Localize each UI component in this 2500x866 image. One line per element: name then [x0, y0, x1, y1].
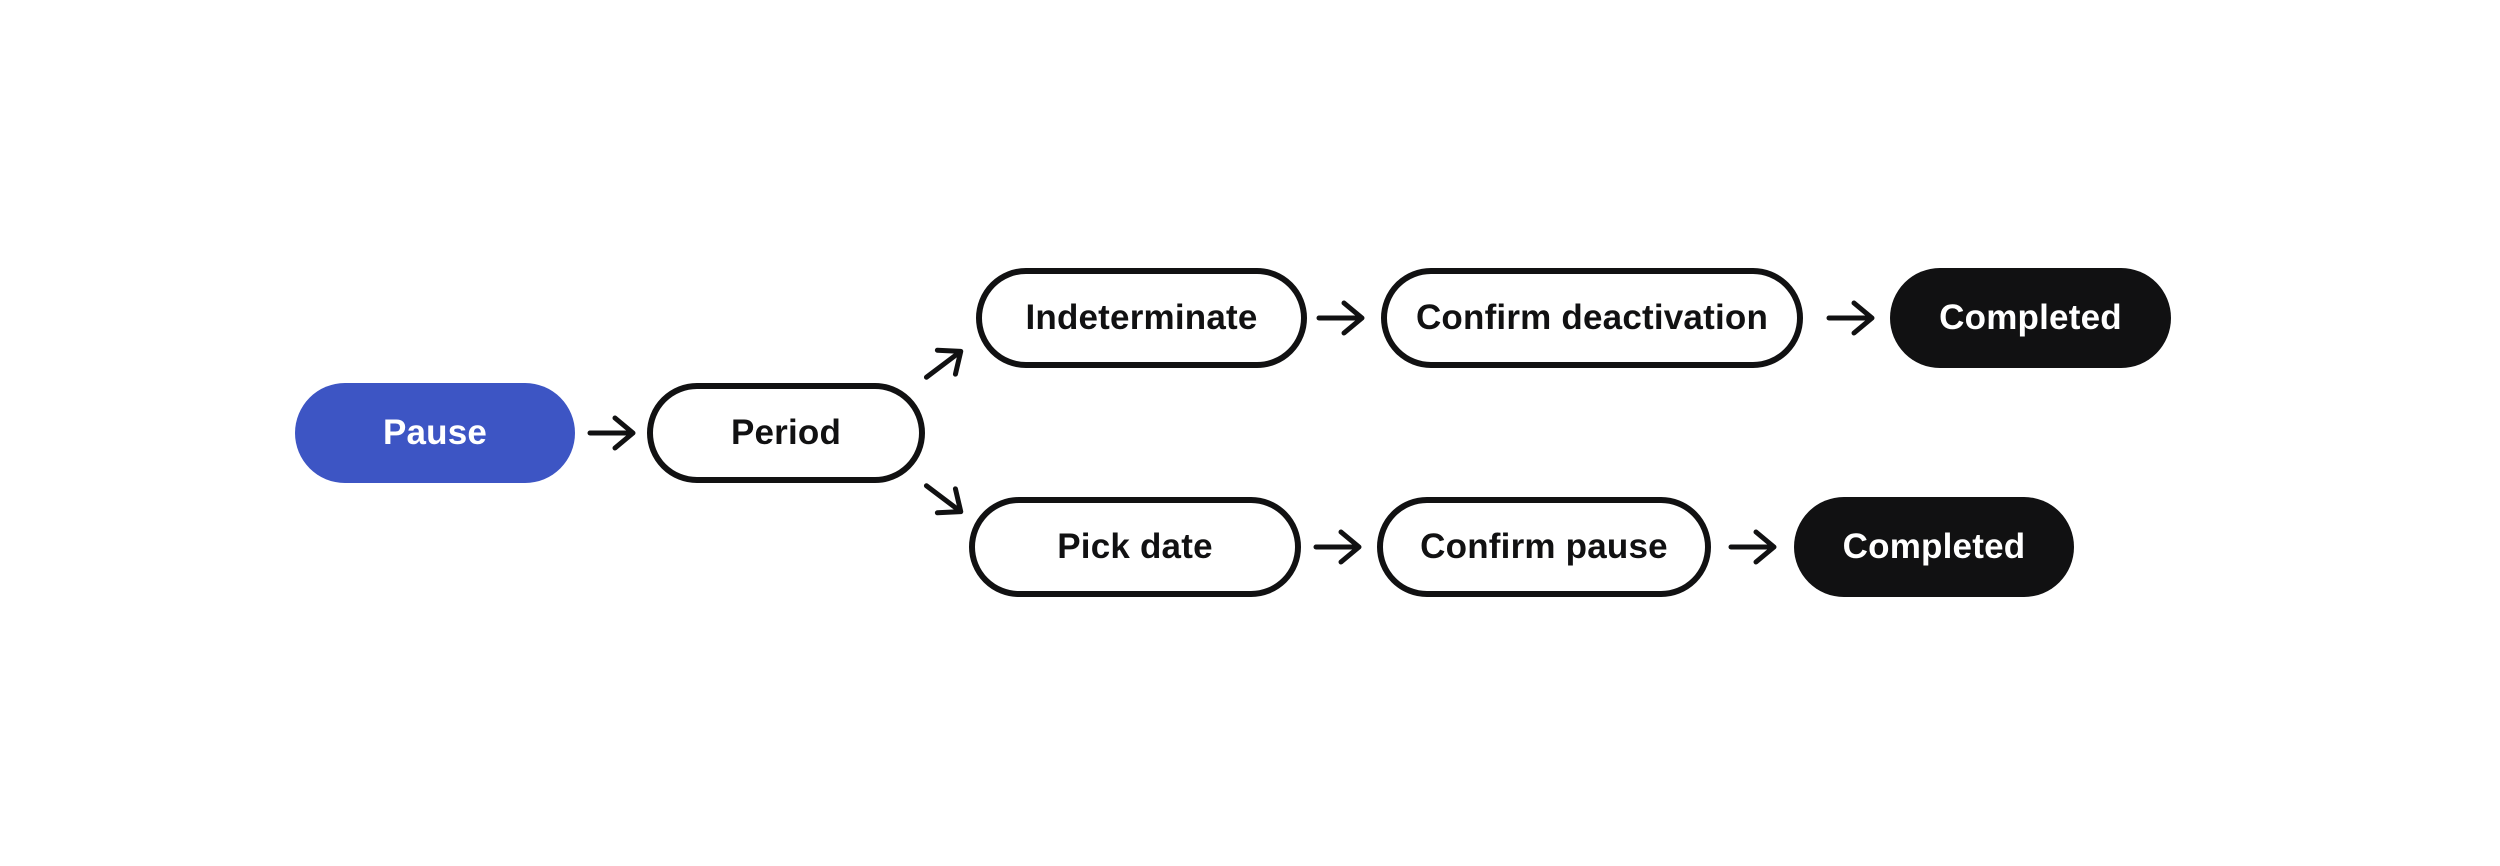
arrow-right-icon — [587, 415, 636, 451]
node-confirm-pause-label: Confirm pause — [1420, 527, 1668, 566]
arrow-right-icon — [1728, 529, 1777, 565]
node-indeterminate-label: Indeterminate — [1025, 298, 1258, 337]
node-confirm-deactivation-label: Confirm deactivation — [1415, 298, 1769, 337]
node-pause: Pause — [295, 383, 575, 483]
node-period: Period — [647, 383, 925, 483]
arrow-right-icon — [1826, 300, 1875, 336]
node-pause-label: Pause — [382, 413, 488, 452]
node-completed-top: Completed — [1890, 268, 2171, 368]
node-pick-date-label: Pick date — [1057, 527, 1213, 566]
node-completed-top-label: Completed — [1939, 298, 2122, 337]
node-completed-bottom-label: Completed — [1842, 527, 2026, 566]
node-indeterminate: Indeterminate — [976, 268, 1307, 368]
node-confirm-deactivation: Confirm deactivation — [1381, 268, 1803, 368]
arrow-right-icon — [1313, 529, 1362, 565]
arrow-up-right-icon — [923, 347, 964, 380]
node-period-label: Period — [730, 413, 842, 452]
arrow-right-icon — [1316, 300, 1365, 336]
node-completed-bottom: Completed — [1794, 497, 2074, 597]
arrow-down-right-icon — [923, 483, 964, 516]
node-confirm-pause: Confirm pause — [1377, 497, 1711, 597]
node-pick-date: Pick date — [969, 497, 1301, 597]
